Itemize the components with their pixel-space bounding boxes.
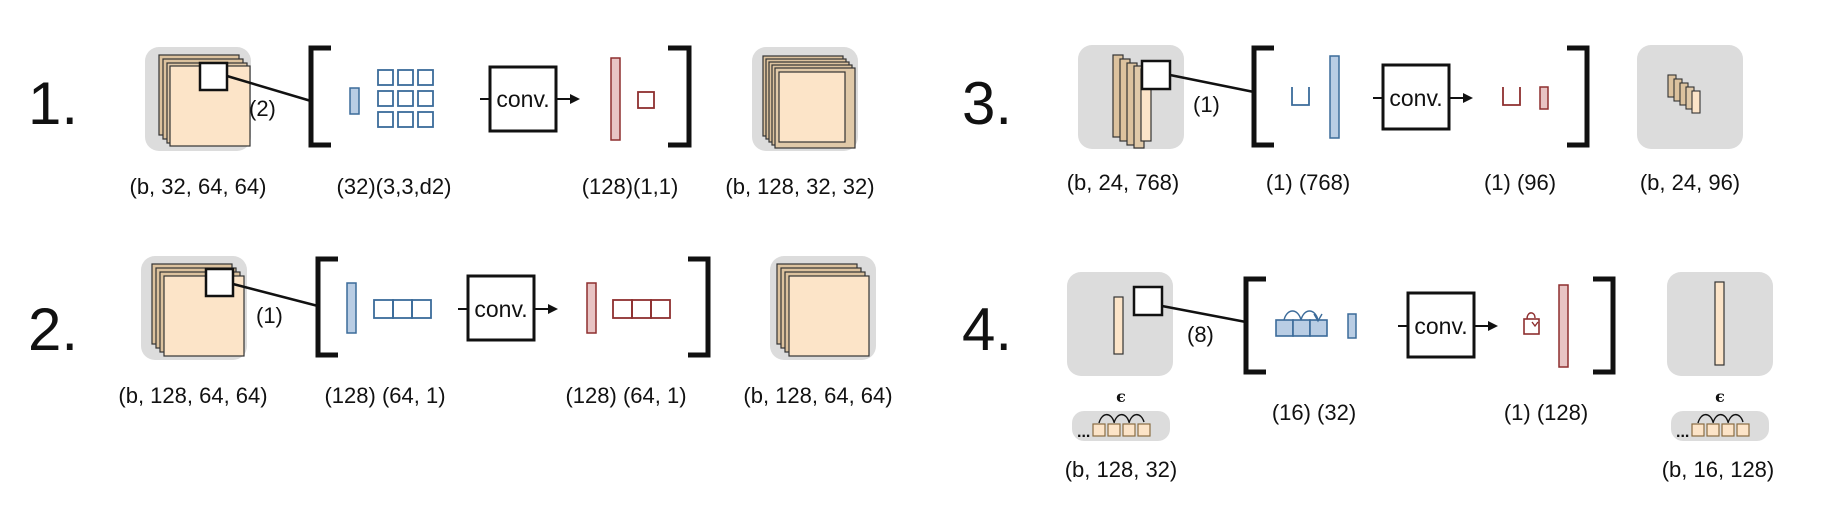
- row-1-stride: (2): [249, 96, 276, 121]
- row-2-output-shape: (b, 128, 64, 64): [743, 383, 892, 408]
- row-4-output-kernel-shape: (1) (128): [1504, 400, 1588, 425]
- row-2-kernel-shape: (128) (64, 1): [324, 383, 445, 408]
- row-3-number: 3.: [962, 70, 1012, 137]
- row-1-receptive-field: [198, 61, 229, 92]
- row-2-input-shape: (b, 128, 64, 64): [118, 383, 267, 408]
- row-1-number: 1.: [28, 70, 78, 137]
- row-2-kernel-row: [373, 299, 432, 319]
- row-4-kernel-shape: (16) (32): [1272, 400, 1356, 425]
- row-2-input-tensor: [141, 256, 247, 360]
- row-3-output-sequence: [1691, 90, 1701, 114]
- row-2-output-kernel-shape: (128) (64, 1): [565, 383, 686, 408]
- row-2-depthwise-vector: [346, 282, 357, 334]
- row-4-stride: (8): [1187, 322, 1214, 347]
- row-2-bracket-right: [688, 256, 711, 358]
- row-2-pointwise-vector: [586, 282, 597, 334]
- row-2-stride: (1): [256, 303, 283, 328]
- row-2-output-tensor: [770, 256, 876, 360]
- row-3-receptive-field: [1140, 59, 1172, 91]
- row-3: 3. (1) conv.: [962, 45, 1743, 195]
- row-1-output-kernel-shape: (128)(1,1): [582, 174, 679, 199]
- row-1-pointwise-kernel: [637, 91, 655, 109]
- row-1-bracket-right: [668, 45, 692, 148]
- row-2-connector: [232, 282, 319, 308]
- row-1: 1. (2) conv.: [28, 45, 875, 199]
- row-4-input-ellipsis: ...: [1077, 424, 1090, 441]
- row-4-conv-label: conv.: [1414, 313, 1467, 339]
- row-4-output-tensor: [1667, 272, 1773, 376]
- row-1-depthwise-vector: [349, 87, 360, 115]
- row-4-input-epsilon: ϵ: [1116, 387, 1126, 406]
- row-3-bracket-right: [1567, 45, 1590, 148]
- row-4-output-ellipsis: ...: [1676, 424, 1689, 441]
- row-1-output-feature-map: [778, 71, 846, 143]
- row-2-receptive-field: [204, 267, 235, 298]
- row-1-conv-block: conv.: [480, 65, 580, 133]
- row-4-conv-box: [1406, 291, 1476, 359]
- row-4-number: 4.: [962, 296, 1012, 363]
- row-4-input-shape: (b, 128, 32): [1065, 457, 1178, 482]
- row-1-output-shape: (b, 128, 32, 32): [725, 174, 874, 199]
- row-1-input-tensor: [145, 47, 251, 151]
- row-3-kernel-cup: [1291, 87, 1310, 106]
- row-2-pointwise-row: [612, 299, 671, 319]
- row-3-connector: [1169, 73, 1255, 94]
- row-1-output-tensor: [752, 47, 858, 151]
- row-3-input-shape: (b, 24, 768): [1067, 170, 1180, 195]
- row-4-input-sequence: [1113, 296, 1124, 355]
- row-3-kernel-shape: (1) (768): [1266, 170, 1350, 195]
- row-1-conv-label: conv.: [496, 86, 549, 112]
- row-1-bracket-left: [308, 45, 331, 148]
- row-4-input-sequence-detail: ϵ ...: [1072, 387, 1170, 441]
- row-1-kernel-grid: [377, 69, 434, 128]
- row-2-bracket-left: [315, 256, 338, 358]
- row-1-kernel-shape: (32)(3,3,d2): [337, 174, 452, 199]
- row-1-input-shape: (b, 32, 64, 64): [130, 174, 267, 199]
- row-4-pointwise-vector: [1558, 284, 1569, 368]
- row-4: 4. (8) ϵ ...: [962, 272, 1774, 482]
- row-4-kernel-row: [1275, 310, 1328, 337]
- row-3-conv-label: conv.: [1389, 85, 1442, 111]
- row-4-conv-block: conv.: [1398, 291, 1498, 359]
- row-4-bracket-left: [1243, 276, 1266, 375]
- row-2-output-feature-map: [788, 275, 870, 357]
- row-4-output-epsilon: ϵ: [1715, 387, 1725, 406]
- row-4-pointwise-kernel: [1523, 312, 1540, 335]
- row-4-output-shape: (b, 16, 128): [1662, 457, 1775, 482]
- row-2-number: 2.: [28, 296, 78, 363]
- row-4-input-tensor: [1067, 272, 1173, 376]
- row-1-pointwise-vector: [610, 57, 621, 141]
- row-4-depthwise-vector: [1347, 313, 1357, 339]
- row-2-conv-block: conv.: [458, 274, 558, 342]
- row-3-bracket-left: [1251, 45, 1274, 148]
- row-4-receptive-field: [1132, 285, 1164, 317]
- row-3-conv-block: conv.: [1373, 63, 1473, 131]
- row-4-bracket-right: [1593, 276, 1616, 375]
- row-3-depthwise-vector: [1329, 55, 1340, 139]
- row-2-conv-box: [466, 274, 536, 342]
- row-4-output-sequence-detail: ϵ ...: [1671, 387, 1769, 441]
- row-3-pointwise-vector: [1539, 86, 1549, 110]
- row-3-input-tensor: [1078, 45, 1184, 149]
- row-4-connector: [1161, 304, 1247, 324]
- row-2-conv-label: conv.: [474, 296, 527, 322]
- row-1-connector: [226, 74, 312, 103]
- row-3-output-tensor: [1637, 45, 1743, 149]
- row-3-stride: (1): [1193, 92, 1220, 117]
- row-3-output-shape: (b, 24, 96): [1640, 170, 1740, 195]
- row-3-output-kernel-shape: (1) (96): [1484, 170, 1556, 195]
- row-4-output-sequence: [1714, 281, 1725, 366]
- row-3-pointwise-cup: [1502, 87, 1521, 106]
- row-2: 2. (1) conv.: [28, 256, 893, 408]
